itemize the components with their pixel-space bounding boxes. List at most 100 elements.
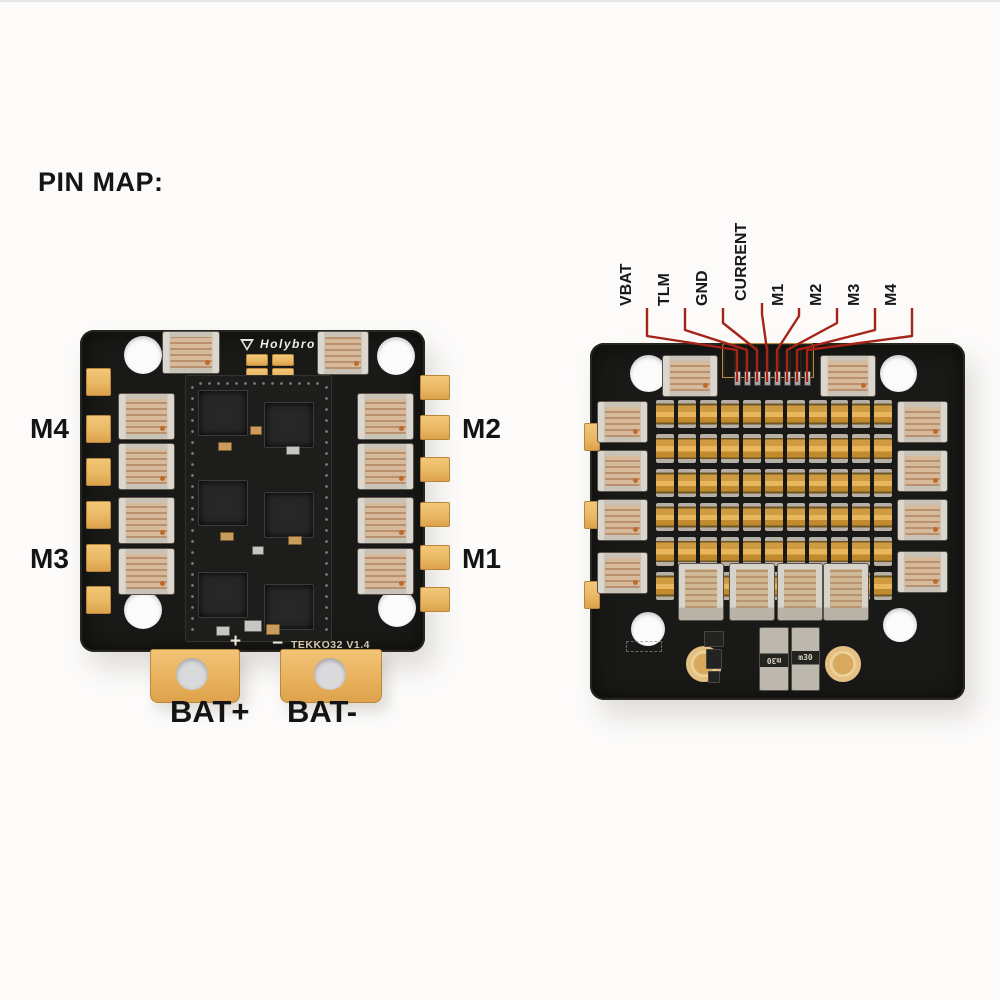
smd-capacitor [852, 503, 871, 532]
smd-capacitor [656, 468, 674, 497]
smd-capacitor [656, 434, 674, 463]
smd-capacitor [874, 434, 892, 463]
connector-pin [764, 371, 771, 386]
solder-pad [420, 415, 450, 440]
esc-mcu-chip [198, 480, 248, 526]
smd-capacitor [721, 400, 740, 429]
connector-pin [744, 371, 751, 386]
smd-component [244, 620, 262, 632]
smd-capacitor [852, 468, 871, 497]
esc-mcu-chip [264, 584, 314, 630]
smd-component [706, 649, 722, 669]
capacitor [897, 450, 948, 492]
mounting-hole [124, 336, 162, 374]
smd-capacitor [874, 571, 892, 600]
smd-capacitor [721, 468, 740, 497]
smd-component [266, 624, 280, 635]
solder-pad [420, 502, 450, 527]
smd-capacitor [852, 537, 871, 566]
capacitor [897, 401, 948, 443]
smd-capacitor [874, 537, 892, 566]
capacitor [118, 393, 175, 440]
solder-pad [420, 457, 450, 482]
pin-label-vbat: VBAT [618, 263, 635, 306]
shunt-marking: m30 [798, 653, 813, 663]
solder-pad [246, 354, 268, 366]
smd-capacitor [765, 468, 783, 497]
smd-component [220, 532, 234, 541]
connector-pin [774, 371, 781, 386]
via-strip [196, 378, 321, 385]
power-fet [678, 563, 724, 621]
smd-capacitor [677, 503, 696, 532]
smd-capacitor [808, 434, 827, 463]
capacitor [357, 393, 414, 440]
esc-mcu-chip [198, 572, 248, 618]
mounting-hole [378, 589, 416, 627]
smd-capacitor [677, 468, 696, 497]
capacitor [118, 548, 175, 595]
smd-capacitor [786, 537, 805, 566]
pin-label-m1: M1 [770, 283, 787, 306]
pin-label-m3: M3 [846, 283, 863, 306]
solder-pad [86, 501, 111, 529]
shunt-resistor: m30 [759, 627, 789, 691]
pin-label-gnd: GND [694, 270, 711, 306]
smd-capacitor [808, 400, 827, 429]
label-m2: M2 [462, 413, 501, 444]
smd-capacitor [699, 400, 718, 429]
smd-capacitor [677, 434, 696, 463]
smd-capacitor [721, 537, 740, 566]
gold-plated-hole [825, 646, 861, 682]
pin-label-m4: M4 [883, 283, 900, 306]
capacitor [357, 548, 414, 595]
smd-capacitor [656, 503, 674, 532]
capacitor [597, 450, 648, 492]
silkscreen-model: TEKKO32 V1.4 [291, 639, 370, 651]
capacitor [662, 355, 718, 397]
solder-pad [86, 586, 111, 614]
solder-pad [86, 415, 111, 443]
smd-capacitor [677, 400, 696, 429]
silkscreen-plus: + [230, 631, 242, 652]
smd-capacitor [808, 468, 827, 497]
via-strip [188, 382, 195, 632]
smd-component [218, 442, 232, 451]
smd-capacitor [830, 434, 849, 463]
esc-mcu-chip [198, 390, 248, 436]
mounting-hole [377, 337, 415, 375]
solder-pad [420, 545, 450, 570]
mounting-hole [124, 591, 162, 629]
solder-pad [420, 587, 450, 612]
smd-capacitor [830, 400, 849, 429]
connector-pin [754, 371, 761, 386]
capacitor [597, 401, 648, 443]
capacitor [357, 443, 414, 490]
smd-capacitor [852, 400, 871, 429]
capacitor [118, 443, 175, 490]
capacitor [897, 551, 948, 593]
smd-capacitor [765, 400, 783, 429]
battery-tab-hole [176, 658, 208, 690]
capacitor [317, 331, 369, 375]
smd-capacitor [874, 400, 892, 429]
smd-capacitor [699, 503, 718, 532]
smd-component [216, 626, 230, 636]
label-m3: M3 [30, 543, 69, 574]
smd-capacitor [765, 537, 783, 566]
power-fet [777, 563, 823, 621]
label-m1: M1 [462, 543, 501, 574]
smd-component [252, 546, 264, 555]
capacitor [597, 552, 648, 594]
smd-component [704, 631, 724, 647]
silkscreen-minus: − [272, 633, 284, 654]
smd-capacitor [786, 434, 805, 463]
solder-pad [86, 458, 111, 486]
esc-module [185, 375, 332, 642]
smd-capacitor [699, 468, 718, 497]
esc-board-front: Holybro + − TEK [80, 330, 450, 705]
capacitor [162, 331, 220, 374]
pin-label-m2: M2 [808, 283, 825, 306]
smd-capacitor [830, 503, 849, 532]
page-title: PIN MAP: [38, 167, 164, 197]
